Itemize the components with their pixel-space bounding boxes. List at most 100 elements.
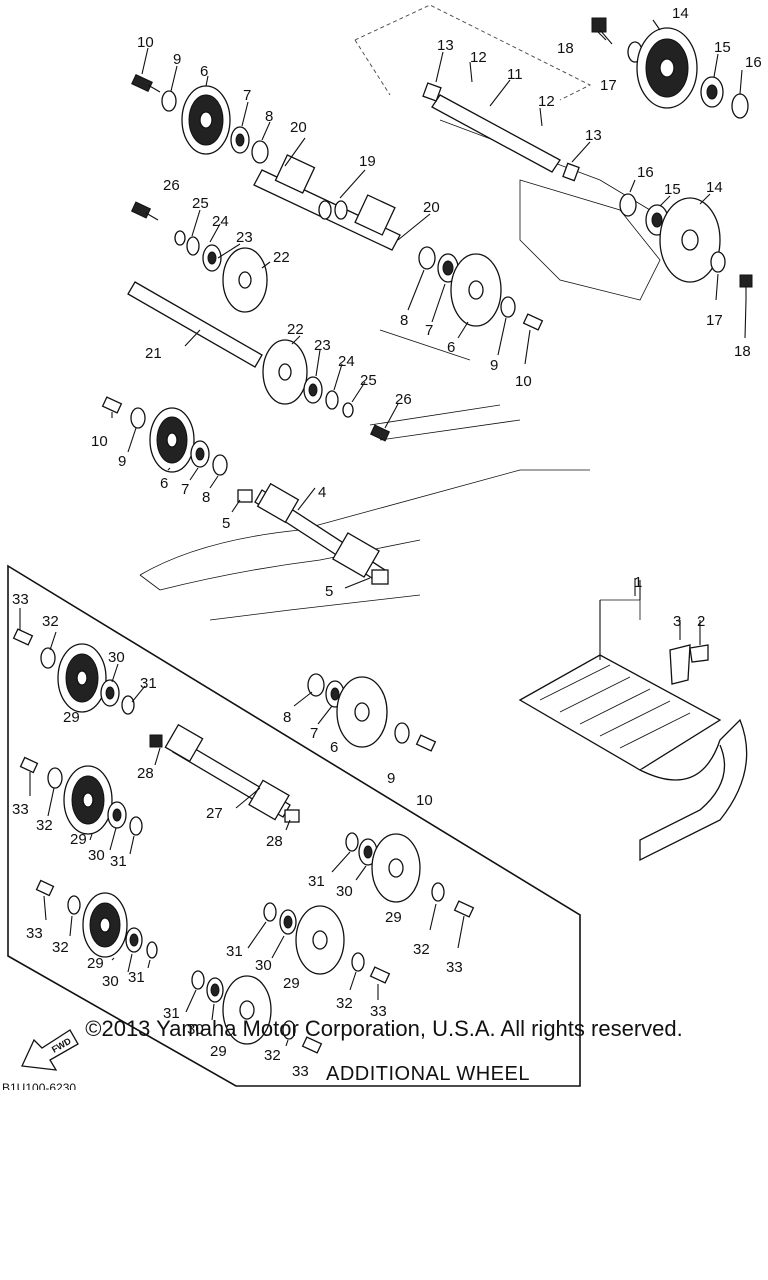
callout-19: 19 (359, 153, 376, 170)
callout-10d: 10 (416, 792, 433, 809)
callout-18b: 18 (734, 343, 751, 360)
callout-32c: 32 (52, 939, 69, 956)
callout-11: 11 (507, 66, 523, 83)
callout-6c: 6 (160, 475, 168, 492)
callout-14: 14 (672, 5, 689, 22)
callout-5: 5 (222, 515, 230, 532)
callout-4: 4 (318, 484, 326, 501)
callout-6d: 6 (330, 739, 338, 756)
callout-8d: 8 (283, 709, 291, 726)
callout-31c: 31 (128, 969, 145, 986)
callout-1: 1 (634, 574, 642, 591)
callout-5b: 5 (325, 583, 333, 600)
copyright-notice: ©2013 Yamaha Motor Corporation, U.S.A. A… (85, 1016, 683, 1041)
callout-10b: 10 (515, 373, 532, 390)
callout-23b: 23 (314, 337, 331, 354)
callout-9d: 9 (387, 770, 395, 787)
callout-23: 23 (236, 229, 253, 246)
callout-29c: 29 (87, 955, 104, 972)
callout-13: 13 (437, 37, 454, 54)
additional-wheel-label: ADDITIONAL WHEEL (326, 1063, 530, 1085)
callout-6b: 6 (447, 339, 455, 356)
track-assembly (518, 580, 748, 862)
callout-21: 21 (145, 345, 162, 362)
callout-31b: 31 (110, 853, 127, 870)
callout-32: 32 (42, 613, 59, 630)
callout-33d: 33 (446, 959, 463, 976)
callout-30e: 30 (336, 883, 353, 900)
callout-16b: 16 (637, 164, 654, 181)
callout-10: 10 (137, 34, 154, 51)
callout-24b: 24 (338, 353, 355, 370)
fwd-arrow-icon (21, 1029, 79, 1071)
callout-26: 26 (163, 177, 180, 194)
callout-30b: 30 (88, 847, 105, 864)
upper-assembly (127, 17, 753, 442)
leader-lines (19, 19, 747, 1047)
callout-32b: 32 (36, 817, 53, 834)
callout-26b: 26 (395, 391, 412, 408)
callout-15b: 15 (664, 181, 681, 198)
callout-32f: 32 (264, 1047, 281, 1064)
callout-22b: 22 (287, 321, 304, 338)
callout-33f: 33 (292, 1063, 309, 1080)
callout-7b: 7 (425, 322, 433, 339)
callout-7: 7 (243, 87, 251, 104)
callout-29: 29 (63, 709, 80, 726)
callout-12: 12 (470, 49, 487, 66)
callout-20b: 20 (423, 199, 440, 216)
callout-25b: 25 (360, 372, 377, 389)
callout-33b: 33 (12, 801, 29, 818)
callout-12b: 12 (538, 93, 555, 110)
callout-29b: 29 (70, 831, 87, 848)
callout-13b: 13 (585, 127, 602, 144)
callout-32d: 32 (413, 941, 430, 958)
callout-31d: 31 (226, 943, 243, 960)
callout-33c: 33 (26, 925, 43, 942)
callout-3: 3 (673, 613, 681, 630)
callout-28: 28 (137, 765, 154, 782)
lower-mid-assembly (307, 673, 437, 752)
diagram-code: B1U100-6230 (2, 1081, 76, 1090)
callout-30c: 30 (102, 973, 119, 990)
callout-8c: 8 (202, 489, 210, 506)
callout-30: 30 (108, 649, 125, 666)
callout-10c: 10 (91, 433, 108, 450)
callout-29f: 29 (210, 1043, 227, 1060)
callout-9c: 9 (118, 453, 126, 470)
callout-33e: 33 (370, 1003, 387, 1020)
callout-16: 16 (745, 54, 762, 71)
callout-17b: 17 (706, 312, 723, 329)
callout-8b: 8 (400, 312, 408, 329)
callout-14b: 14 (706, 179, 723, 196)
callouts: 1 2 3 4 5 5 6 6 6 6 7 7 7 7 8 8 8 8 9 9 … (12, 5, 762, 1080)
callout-15: 15 (714, 39, 731, 56)
callout-9b: 9 (490, 357, 498, 374)
callout-30f: 30 (187, 1021, 204, 1038)
callout-20: 20 (290, 119, 307, 136)
callout-24: 24 (212, 213, 229, 230)
callout-29d: 29 (283, 975, 300, 992)
callout-17: 17 (600, 77, 617, 94)
mid-assembly (101, 396, 389, 585)
callout-31: 31 (140, 675, 157, 692)
callout-29e: 29 (385, 909, 402, 926)
parts-exploded-diagram: FWD (2, 4, 762, 1090)
callout-28b: 28 (266, 833, 283, 850)
callout-32e: 32 (336, 995, 353, 1012)
callout-18: 18 (557, 40, 574, 57)
callout-27: 27 (206, 805, 223, 822)
callout-2: 2 (697, 613, 705, 630)
callout-25: 25 (192, 195, 209, 212)
callout-9: 9 (173, 51, 181, 68)
callout-7c: 7 (181, 481, 189, 498)
callout-22: 22 (273, 249, 290, 266)
callout-31f: 31 (163, 1005, 180, 1022)
callout-31e: 31 (308, 873, 325, 890)
additional-wheel-box: FWD (7, 564, 581, 1087)
callout-6: 6 (200, 63, 208, 80)
callout-8: 8 (265, 108, 273, 125)
callout-7d: 7 (310, 725, 318, 742)
callout-33: 33 (12, 591, 29, 608)
callout-30d: 30 (255, 957, 272, 974)
